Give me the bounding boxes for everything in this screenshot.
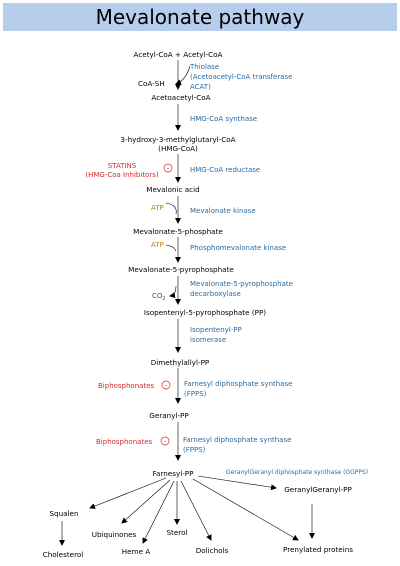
arrow-to-dolichols: [180, 480, 212, 541]
molecule-coa-sh: CoA-SH: [138, 79, 165, 88]
molecule-mevalonic-acid: Mevalonic acid: [146, 185, 199, 194]
product-squalen: Squalen: [49, 509, 78, 518]
arrow-coa-sh: [175, 65, 191, 85]
arrow-co2: [169, 285, 177, 299]
molecule-farnesyl-pp: Farnesyl-PP: [153, 469, 195, 478]
enzyme-isomerase: Isopentenyl-PP: [190, 326, 242, 334]
enzyme-ggpps: GeranylGeranyl diphosphate synthase (GGP…: [226, 469, 368, 476]
molecule-hmg-coa: 3-hydroxy-3-methylglutaryl-CoA: [120, 135, 235, 144]
enzyme-hmg-coa-reductase: HMG-CoA reductase: [190, 166, 260, 174]
inhibitor-statins: STATINS: [108, 162, 137, 170]
enzyme-fpps-2-abbrev: (FPPS): [183, 446, 206, 454]
molecule-isopentenyl-pp: Isopentenyl-5-pyrophosphate (PP): [144, 308, 266, 317]
molecule-hmg-coa-abbrev: (HMG-CoA): [158, 144, 198, 153]
enzyme-fpps-1-abbrev: (FPPS): [184, 390, 207, 398]
enzyme-isomerase-2: isomerase: [190, 336, 226, 344]
arrow-to-ubiquinones: [121, 479, 171, 524]
enzyme-thiolase-alt: (Acetoacetyl-CoA transferase: [190, 73, 292, 81]
enzyme-thiolase-acat: ACAT): [190, 83, 211, 91]
arrow-to-geranylgeranyl: [197, 475, 277, 491]
product-dolichols: Dolichols: [196, 546, 229, 555]
product-heme-a: Heme A: [122, 547, 151, 556]
product-sterol: Sterol: [167, 528, 188, 537]
product-cholesterol: Cholesterol: [43, 550, 84, 559]
title-bar: Mevalonate pathway: [3, 3, 397, 31]
minus-sign: -: [165, 382, 168, 390]
inhibitor-statins-desc: (HMG-Coa Inhibitors): [85, 171, 158, 179]
enzyme-hmg-coa-synthase: HMG-CoA synthase: [190, 115, 257, 123]
arrow-to-heme-a: [142, 480, 175, 544]
molecule-geranyl-pp: Geranyl-PP: [149, 411, 189, 420]
product-ubiquinones: Ubiquinones: [92, 530, 137, 539]
molecule-mevalonate-5-pyrophosphate: Mevalonate-5-pyrophosphate: [128, 265, 234, 274]
enzyme-decarboxylase-2: decarboxylase: [190, 290, 241, 298]
molecule-geranylgeranyl-pp: GeranylGeranyl-PP: [284, 485, 352, 494]
cofactor-co2: CO2: [152, 292, 166, 302]
molecule-acetyl-coa: Acetyl-CoA + Acetyl-CoA: [134, 50, 223, 59]
minus-sign: -: [164, 438, 167, 446]
molecule-mevalonate-5-phosphate: Mevalonate-5-phosphate: [133, 227, 223, 236]
arrow-to-prenylated-proteins: [192, 478, 299, 541]
arrow-to-squalen: [89, 477, 167, 509]
enzyme-mevalonate-kinase: Mevalonate kinase: [190, 207, 256, 215]
enzyme-phosphomevalonate-kinase: Phosphomevalonate kinase: [190, 244, 286, 252]
minus-sign: -: [167, 165, 170, 173]
enzyme-fpps-1: Farnesyl diphosphate synthase: [184, 380, 292, 388]
cofactor-atp-1: ATP: [151, 204, 164, 212]
inhibitor-biphosphonates-1: Biphosphonates: [98, 382, 154, 390]
enzyme-fpps-2: Farnesyl diphosphate synthase: [183, 436, 291, 444]
biphosphonates-inhibit-icon-2: [160, 436, 170, 446]
cofactor-atp-2: ATP: [151, 241, 164, 249]
statins-inhibit-icon: [163, 163, 173, 173]
enzyme-thiolase: Thiolase: [189, 63, 219, 71]
enzyme-decarboxylase: Mevalonate-5-pyrophosphate: [190, 280, 293, 288]
molecule-acetoacetyl-coa: Acetoacetyl-CoA: [151, 93, 210, 102]
product-prenylated-proteins: Prenylated proteins: [283, 545, 353, 554]
diagram-title: Mevalonate pathway: [95, 5, 305, 29]
molecule-dimethylallyl-pp: Dimethylallyl-PP: [151, 358, 210, 367]
biphosphonates-inhibit-icon-1: [161, 380, 171, 390]
inhibitor-biphosphonates-2: Biphosphonates: [96, 438, 152, 446]
curve-atp-2: [165, 244, 177, 252]
curve-atp-1: [165, 202, 177, 215]
